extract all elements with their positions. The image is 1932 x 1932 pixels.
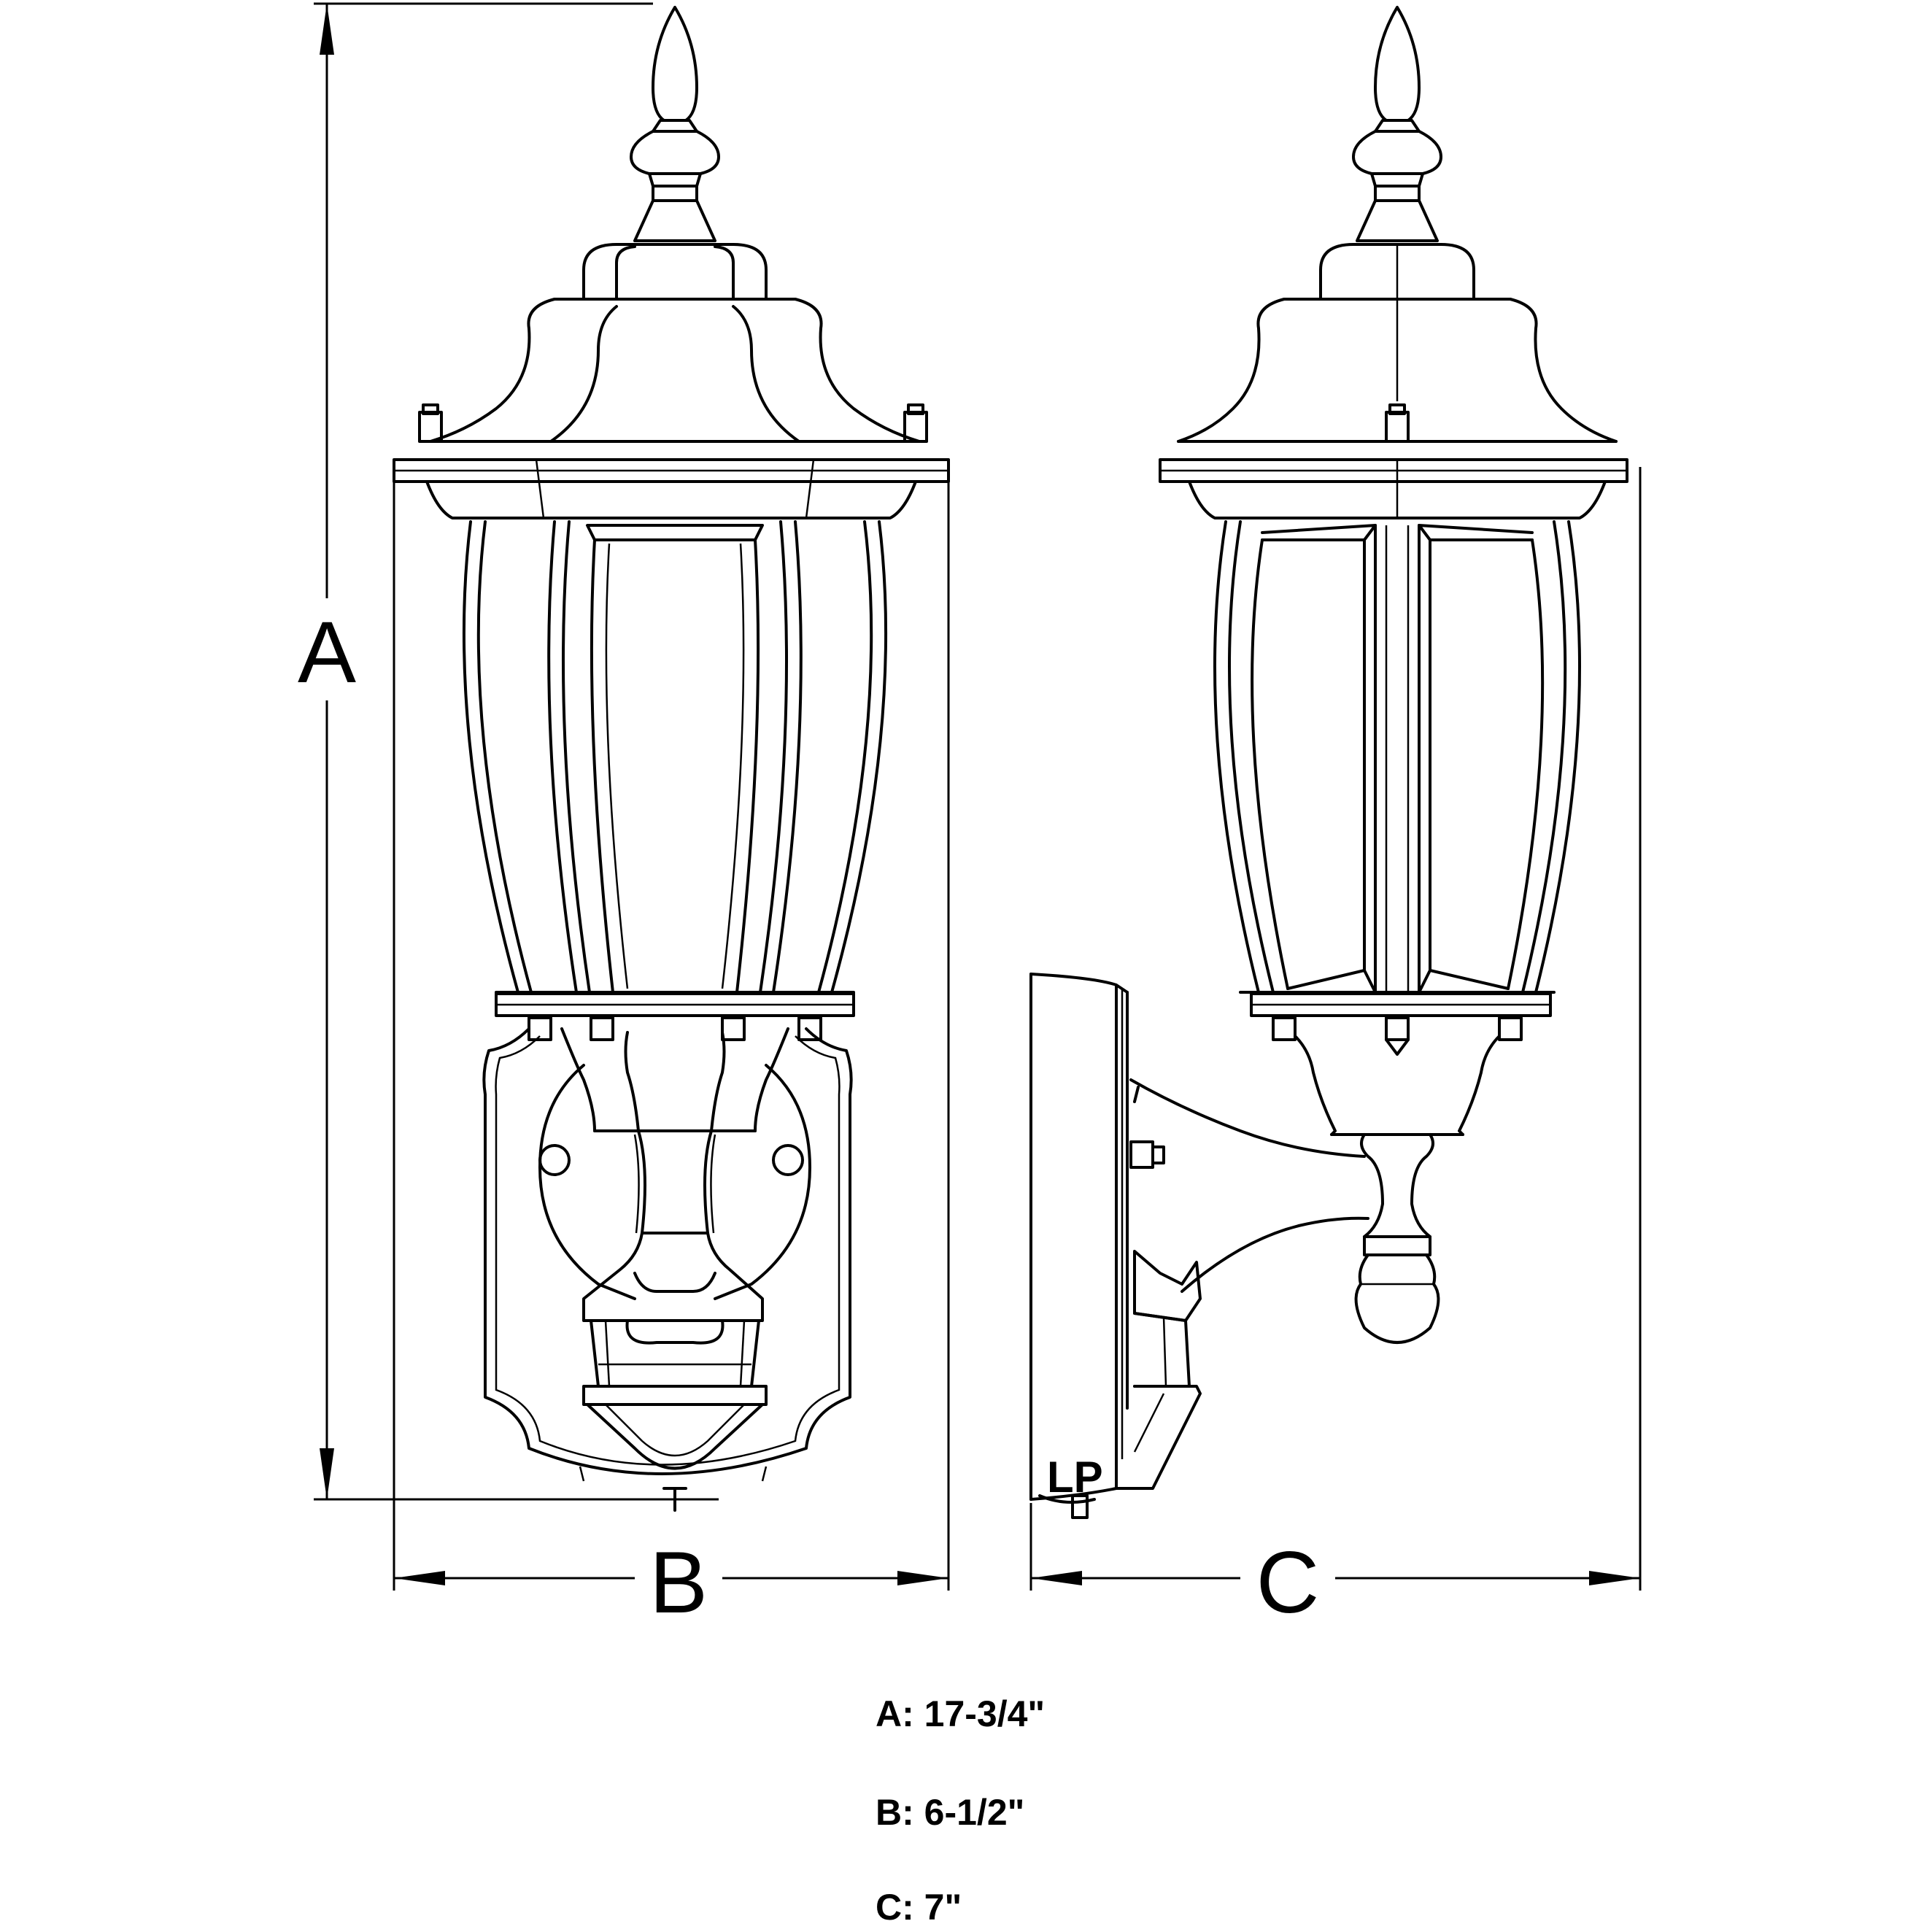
spec-a: A: 17-3/4" xyxy=(876,1693,1046,1734)
dimension-a: A xyxy=(292,2,719,1501)
spec-a-label: A xyxy=(876,1693,903,1734)
svg-text:LP: LP xyxy=(1047,1453,1103,1502)
spec-c-value: 7" xyxy=(924,1887,962,1928)
lp-logo: LP xyxy=(1038,1453,1103,1519)
spec-a-value: 17-3/4" xyxy=(924,1693,1046,1734)
spec-c: C: 7" xyxy=(876,1887,962,1928)
side-view-lantern: LP xyxy=(1029,6,1628,1519)
spec-b: B: 6-1/2" xyxy=(876,1792,1025,1833)
spec-b-label: B xyxy=(876,1792,903,1833)
spec-b-value: 6-1/2" xyxy=(924,1792,1025,1833)
spec-c-label: C xyxy=(876,1887,903,1928)
dimension-b-label: B xyxy=(649,1534,708,1631)
front-view-lantern xyxy=(393,6,950,1512)
dimension-c: C xyxy=(1029,467,1642,1631)
dimension-a-label: A xyxy=(298,603,356,701)
dimension-b: B xyxy=(393,467,950,1631)
dimension-c-label: C xyxy=(1256,1534,1320,1631)
